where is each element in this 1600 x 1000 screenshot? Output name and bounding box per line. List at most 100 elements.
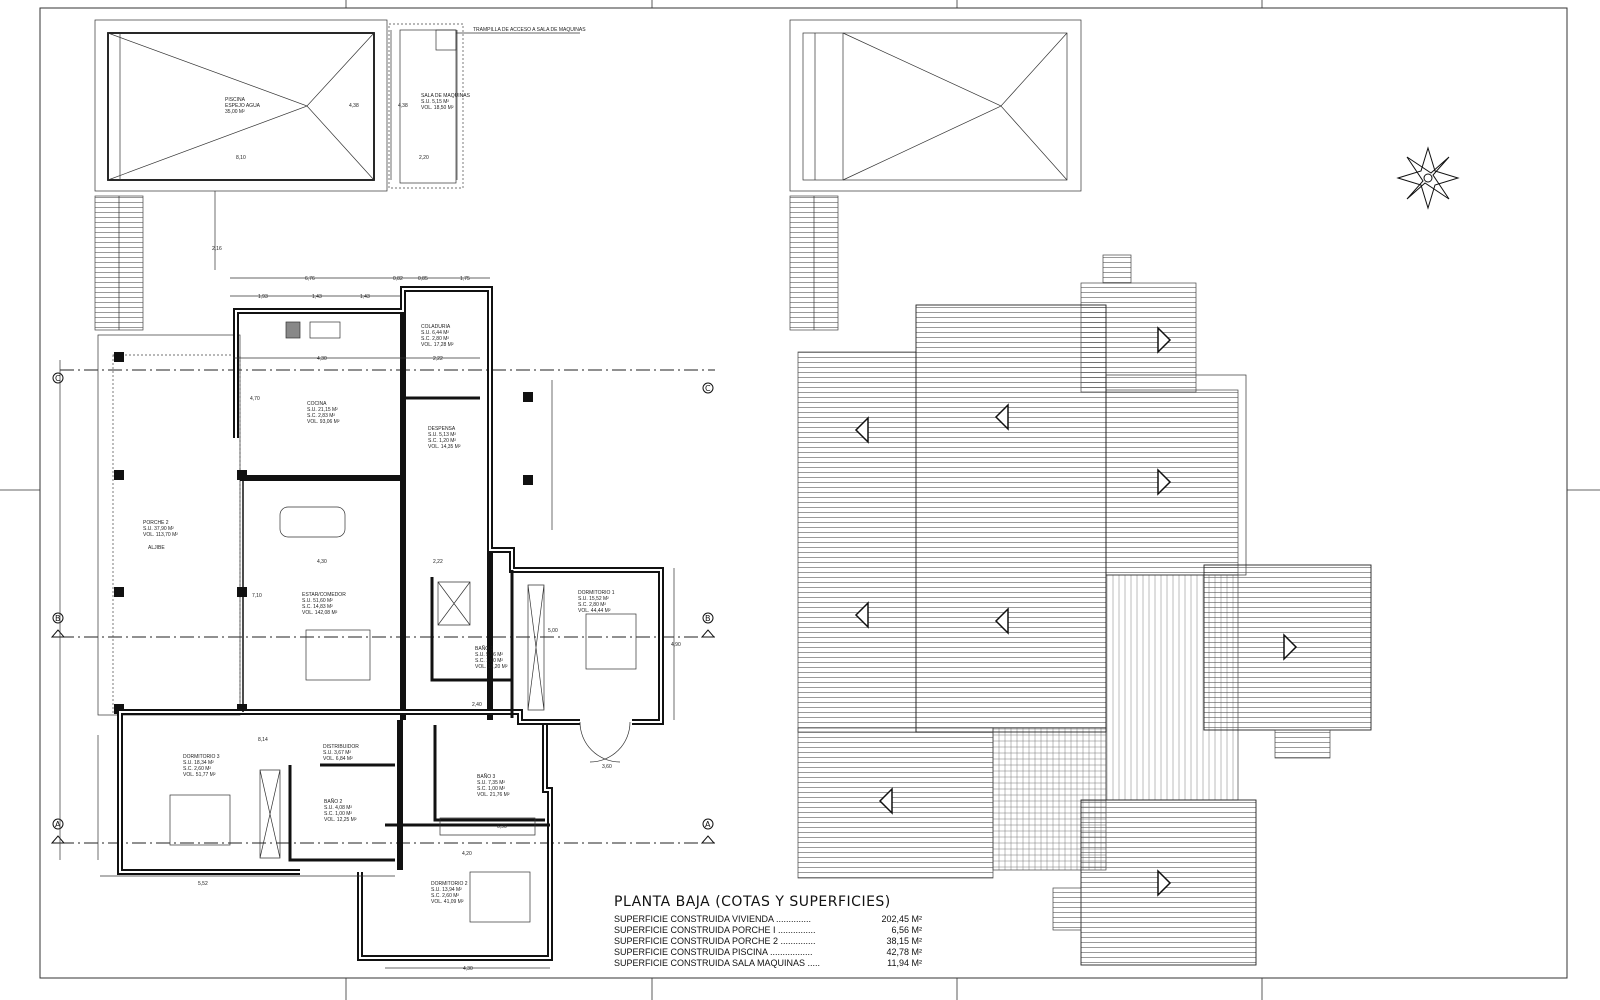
plan-label: 4,38: [349, 103, 359, 109]
plan-label: 4,30: [317, 356, 327, 362]
plan-label: VOL. 6,84 M²: [323, 756, 353, 762]
plan-label: VOL. 142,08 M²: [302, 610, 338, 616]
plan-label: 5,52: [198, 881, 208, 887]
plan-label: BAÑO 3: [477, 773, 496, 780]
summary-label: SUPERFICIE CONSTRUIDA PORCHE I .........…: [614, 925, 816, 935]
plan-label: S.U. 37,90 M²: [143, 526, 174, 532]
plan-label: 1,93: [258, 294, 268, 300]
plan-label: DORMITORIO 3: [183, 754, 220, 760]
house-walls: [117, 286, 664, 961]
plan-label: DISTRIBUIDOR: [323, 744, 359, 750]
plan-label: S.U. 6,44 M²: [421, 330, 449, 336]
plan-label: VOL. 113,70 M²: [143, 532, 178, 538]
plan-label: S.C. 2,60 M²: [183, 766, 211, 772]
pool-steps: [94, 195, 144, 331]
plan-label: S.C. 2,83 M²: [307, 413, 335, 419]
plan-label: 5,00: [548, 628, 558, 634]
plan-label: S.U. 5,15 M²: [421, 99, 449, 105]
plan-label: S.U. 4,08 M²: [324, 805, 352, 811]
summary-value: 38,15 M²: [886, 936, 922, 946]
summary-label: SUPERFICIE CONSTRUIDA SALA MAQUINAS ....…: [614, 958, 820, 968]
plan-label: 35,00 M²: [225, 109, 245, 115]
plan-label: VOL. 17,28 M²: [421, 342, 454, 348]
plan-label: 1,75: [460, 276, 470, 282]
plan-label: 4,90: [671, 642, 681, 648]
summary-block: PLANTA BAJA (COTAS Y SUPERFICIES) SUPERF…: [614, 894, 922, 968]
plan-label: VOL. 18,50 M²: [421, 105, 454, 111]
slope-arrows: [854, 326, 1298, 897]
plan-label: S.U. 5,13 M²: [428, 432, 456, 438]
plan-label: 8,14: [258, 737, 268, 743]
plan-label: S.U. 51,60 M²: [302, 598, 333, 604]
plan-label: 4,20: [462, 851, 472, 857]
summary-value: 6,56 M²: [891, 925, 922, 935]
plan-label: 0,85: [418, 276, 428, 282]
plan-label: COCINA: [307, 401, 327, 407]
plan-label: 2,40: [472, 702, 482, 708]
plan-label: S.U. 15,52 M²: [578, 596, 609, 602]
plan-label: 4,30: [317, 559, 327, 565]
axis-label-a: A: [55, 820, 61, 829]
plan-label: 7,10: [252, 593, 262, 599]
plan-label: VOL. 44,44 M²: [578, 608, 611, 614]
plan-label: VOL. 51,77 M²: [183, 772, 216, 778]
plan-label: ESTAR/COMEDOR: [302, 592, 346, 598]
pool-plan: [94, 19, 580, 331]
trampilla-annotation: TRAMPILLA DE ACCESO A SALA DE MAQUINAS: [473, 27, 586, 33]
room-dormitorio-2: DORMITORIO 2S.U. 13,94 M²S.C. 2,60 M²VOL…: [431, 881, 468, 905]
plan-label: S.C. 1,20 M²: [428, 438, 456, 444]
room-dormitorio-3: DORMITORIO 3S.U. 18,34 M²S.C. 2,60 M²VOL…: [183, 754, 220, 778]
plan-label: S.U. 13,94 M²: [431, 887, 462, 893]
plan-label: 6,76: [305, 276, 315, 282]
plan-label: S.C. 2,60 M²: [431, 893, 459, 899]
plan-label: COLADURIA: [421, 324, 451, 330]
summary-label: SUPERFICIE CONSTRUIDA VIVIENDA .........…: [614, 914, 811, 924]
plan-label: BAÑO 1: [475, 645, 494, 652]
plan-label: 2,20: [419, 155, 429, 161]
summary-value: 11,94 M²: [887, 958, 922, 968]
plan-label: S.U. 18,34 M²: [183, 760, 214, 766]
plan-label: S.C. 1,00 M²: [324, 811, 352, 817]
summary-label: SUPERFICIE CONSTRUIDA PORCHE 2 .........…: [614, 936, 816, 946]
axis-label-a-right: A: [705, 820, 711, 829]
axis-label-c-right: C: [705, 384, 711, 393]
plan-label: VOL. 93,06 M²: [307, 419, 340, 425]
plan-label: 4,30: [463, 966, 473, 972]
plan-label: VOL. 12,25 M²: [324, 817, 357, 823]
summary-value: 202,45 M²: [881, 914, 922, 924]
grid-axes: [60, 369, 715, 844]
plan-label: 2,22: [433, 559, 443, 565]
summary-value: 42,78 M²: [886, 947, 922, 957]
plan-label: 0,82: [393, 276, 403, 282]
plan-label: 2,16: [212, 246, 222, 252]
plan-label: SALA DE MAQUINAS: [421, 93, 471, 99]
plan-label: S.U. 7,35 M²: [477, 780, 505, 786]
plan-label: BAÑO 2: [324, 798, 343, 805]
axis-label-c: C: [55, 374, 61, 383]
plan-label: S.U. 3,67 M²: [323, 750, 351, 756]
plan-label: DORMITORIO 2: [431, 881, 468, 887]
sheet-title: PLANTA BAJA (COTAS Y SUPERFICIES): [614, 894, 891, 910]
aljibe-label: ALJIBE: [148, 545, 165, 551]
plan-label: 1,43: [312, 294, 322, 300]
plan-label: VOL. 14,35 M²: [428, 444, 461, 450]
north-arrow-icon: [1396, 146, 1460, 210]
roof-plan: [789, 19, 1372, 966]
plan-label: S.C. 1,00 M²: [477, 786, 505, 792]
plan-label: DESPENSA: [428, 426, 456, 432]
plan-label: S.C. 2,80 M²: [578, 602, 606, 608]
plan-label: 4,38: [398, 103, 408, 109]
axis-label-b-right: B: [705, 614, 711, 623]
